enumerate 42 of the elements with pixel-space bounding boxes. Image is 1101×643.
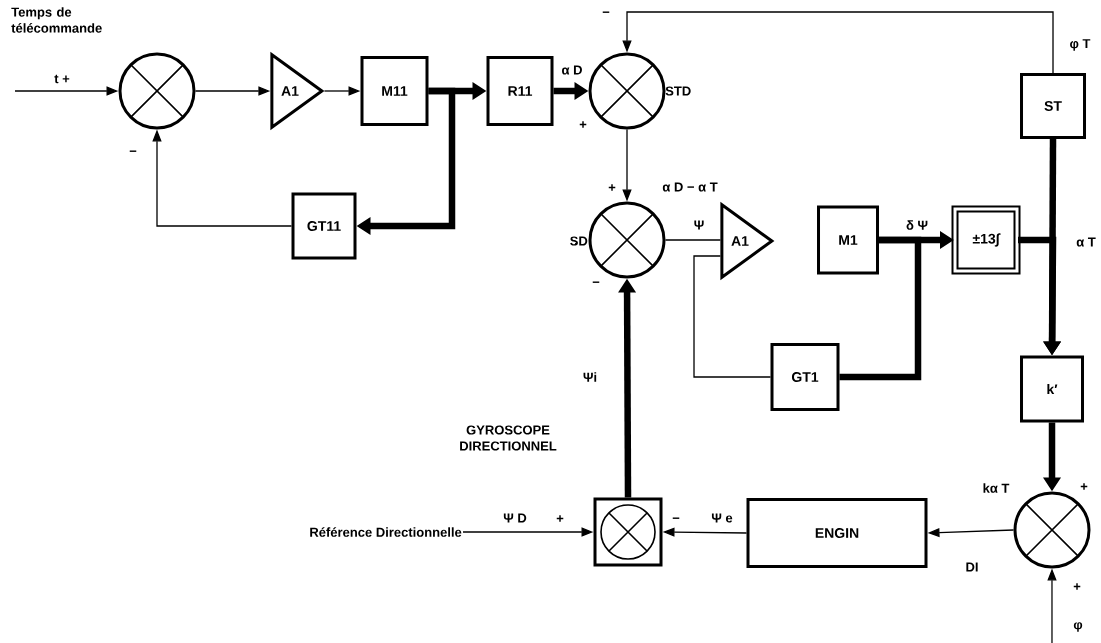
sign-label: + [608,184,616,191]
edge-label: φ T [1068,38,1092,52]
sign-label: + [579,121,587,128]
junction-label: STD [665,86,691,96]
signal-line [664,239,722,241]
edge-label: Ψi [581,371,599,383]
block-title: GYROSCOPE DIRECTIONNEL [460,425,557,451]
sign-label: + [1073,583,1081,590]
signal-line [693,255,772,378]
summing-junction [588,52,666,130]
edge-label: α D − α T [661,181,719,193]
edge-label: kα T [981,482,1011,494]
block-box: R11 [486,56,554,126]
block-box: M1 [817,205,879,275]
block-box: k′ [1020,355,1084,423]
edge-label: α D [560,64,584,76]
limiter-box: ±13∫ [951,205,1021,275]
edge-label: Ψ e [710,512,734,524]
block-box: M11 [360,56,429,126]
edge-label: δ Ψ [905,219,929,231]
block-box: GT1 [770,343,840,411]
edge-label: Ψ [692,219,706,231]
sign-label: − [602,11,610,13]
edge-label: α T [1075,236,1097,248]
gyroscope-block [593,497,663,567]
block-box: ST [1020,73,1086,139]
edge-label: φ [1072,621,1084,633]
summing-junction [588,201,666,279]
junction-label: SD [570,236,588,246]
input-label: Référence Directionnelle [310,527,462,537]
edge-label: t + [53,73,71,85]
summing-junction [1013,491,1091,569]
input-label: Temps de télécommande [11,7,102,33]
sign-label: + [556,515,564,522]
edge-label: Ψ D [502,512,528,524]
sign-label: − [129,150,137,152]
block-box: ENGIN [746,498,928,568]
arrow [622,11,1054,74]
block-box: GT11 [291,192,357,260]
summing-junction [118,52,196,130]
edge-label: DI [964,561,980,573]
signal-line [839,236,922,381]
